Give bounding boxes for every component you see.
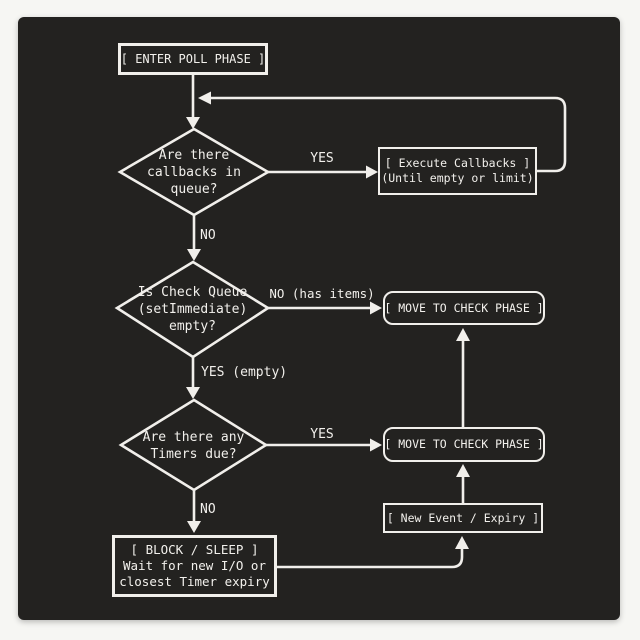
new-event-expiry-node: [ New Event / Expiry ] [383,503,543,533]
timers-diamond-line1: Are there any [142,430,245,445]
block-sleep-line2: Wait for new I/O or [123,558,266,573]
timers-diamond-line2: Timers due? [150,447,237,462]
execute-callbacks-line2: (Until empty or limit) [381,171,534,185]
callbacks-diamond-line3: queue? [170,182,218,197]
check-queue-diamond-line3: empty? [169,318,216,334]
move-to-check-phase-node-1: [ MOVE TO CHECK PHASE ] [383,291,545,325]
arrowhead-right-yes2 [370,438,382,452]
arrowhead-up-move1 [456,328,470,341]
move-to-check-phase-label-1: [ MOVE TO CHECK PHASE ] [384,300,544,315]
move-to-check-phase-label-2: [ MOVE TO CHECK PHASE ] [384,437,544,451]
callbacks-diamond-line2: callbacks in [147,165,241,180]
edge-label-no-has-items: NO (has items) [269,286,375,301]
timers-diamond-text: Are there any Timers due? [121,402,266,490]
check-queue-diamond-line2: (setImmediate) [137,301,248,317]
arrowhead-up-newevent [455,536,469,549]
execute-callbacks-node: [ Execute Callbacks ] (Until empty or li… [378,147,537,195]
arrowhead-up-move2 [456,464,470,477]
move-to-check-phase-node-2: [ MOVE TO CHECK PHASE ] [383,427,545,462]
enter-poll-phase-node: [ ENTER POLL PHASE ] [118,43,268,75]
new-event-expiry-label: [ New Event / Expiry ] [386,510,540,525]
timers-diamond-shape [118,398,269,492]
edge-block-to-newevent [277,549,464,569]
arrowhead-down-4 [187,521,201,533]
edge-label-no-callbacks: NO [200,228,216,243]
arrowhead-right-yes1 [366,165,378,179]
edge-label-yes-empty: YES (empty) [201,365,288,380]
block-sleep-line1: [ BLOCK / SLEEP ] [130,542,259,557]
callbacks-diamond-shape [117,127,271,217]
edge-label-no-timers: NO [200,502,216,517]
execute-callbacks-line1: [ Execute Callbacks ] [384,156,531,170]
block-sleep-line3: closest Timer expiry [119,574,270,589]
arrowhead-down-1 [186,117,200,129]
arrowhead-down-3 [186,387,200,399]
arrowhead-left-loop [198,91,211,105]
check-queue-diamond-text: Is Check Queue (setImmediate) empty? [117,263,268,355]
callbacks-diamond-line1: Are there [158,148,230,163]
arrowhead-right-no-items [370,301,382,315]
edge-execute-loopback [210,96,567,173]
callbacks-diamond-text: Are there callbacks in queue? [119,130,269,215]
block-sleep-node: [ BLOCK / SLEEP ] Wait for new I/O or cl… [112,535,277,597]
edge-label-yes-callbacks: YES [310,151,334,166]
enter-poll-phase-label: [ ENTER POLL PHASE ] [120,51,266,66]
arrowhead-down-2 [187,249,201,261]
edge-label-yes-timers: YES [310,427,334,442]
check-queue-diamond-shape [114,260,271,359]
check-queue-diamond-line1: Is Check Queue [137,284,248,300]
